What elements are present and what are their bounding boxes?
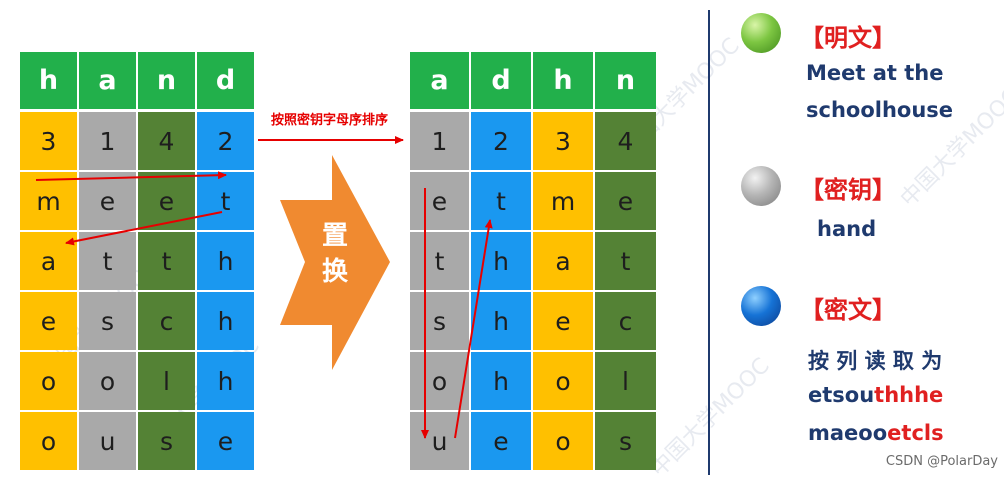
ciphertext-line-1: etsouthhhe [808, 383, 943, 407]
left-table-cell: a [20, 232, 77, 290]
right-header-cell: h [533, 52, 593, 109]
right-header-cell: n [595, 52, 656, 109]
right-table-cell: m [533, 172, 593, 230]
ciphertext-line-2-highlight: etcls [887, 421, 944, 445]
plaintext-line-1: Meet at the [806, 61, 944, 85]
blue-bullet-icon [741, 286, 781, 326]
left-table-cell: h [197, 352, 254, 410]
transpose-label-char-2: 换 [321, 257, 348, 287]
left-table-cell: h [197, 292, 254, 350]
left-table-cell: 4 [138, 112, 195, 170]
right-table-cell: 2 [471, 112, 531, 170]
right-table-cell: e [533, 292, 593, 350]
left-table-cell: e [20, 292, 77, 350]
right-table-cell: h [471, 292, 531, 350]
right-table-cell: e [410, 172, 469, 230]
left-table-cell: 1 [79, 112, 136, 170]
right-table-cell: o [410, 352, 469, 410]
sort-by-key-label: 按照密钥字母序排序 [270, 113, 388, 128]
left-table-cell: t [138, 232, 195, 290]
right-table-cell: o [533, 352, 593, 410]
left-table-cell: m [20, 172, 77, 230]
right-table-cell: s [410, 292, 469, 350]
transpose-label-char-1: 置 [321, 221, 348, 251]
key-title: 【密钥】 [800, 176, 896, 204]
left-table-cell: e [138, 172, 195, 230]
gray-bullet-icon [741, 166, 781, 206]
right-table-cell: c [595, 292, 656, 350]
left-header-cell: d [197, 52, 254, 109]
plaintext-title: 【明文】 [800, 24, 896, 52]
right-table-cell: t [410, 232, 469, 290]
right-table-cell: e [595, 172, 656, 230]
ciphertext-title: 【密文】 [800, 296, 896, 324]
ciphertext-line-2-normal: maeoo [808, 421, 888, 445]
right-header-cell: a [410, 52, 469, 109]
left-table-cell: l [138, 352, 195, 410]
transpose-arrow-icon [280, 155, 390, 370]
left-table-cell: e [79, 172, 136, 230]
left-table-cell: 2 [197, 112, 254, 170]
left-header-cell: n [138, 52, 195, 109]
right-table-cell: s [595, 412, 656, 470]
right-table-cell: o [533, 412, 593, 470]
right-table-cell: u [410, 412, 469, 470]
right-table-cell: e [471, 412, 531, 470]
right-table-cell: 1 [410, 112, 469, 170]
right-header-cell: d [471, 52, 531, 109]
right-table-cell: 3 [533, 112, 593, 170]
section-divider [708, 10, 710, 475]
ciphertext-line-1-normal: etsou [808, 383, 875, 407]
right-table-cell: l [595, 352, 656, 410]
right-table-cell: h [471, 232, 531, 290]
ciphertext-line-1-highlight: thhhe [874, 383, 944, 407]
left-table-cell: 3 [20, 112, 77, 170]
left-table-cell: o [79, 352, 136, 410]
right-table-cell: a [533, 232, 593, 290]
left-table-cell: c [138, 292, 195, 350]
left-table-cell: t [79, 232, 136, 290]
left-header-cell: h [20, 52, 77, 109]
transpose-label: 置 换 [312, 218, 358, 290]
key-value: hand [817, 217, 877, 241]
left-table-cell: o [20, 352, 77, 410]
plaintext-line-2: schoolhouse [806, 98, 954, 122]
right-table-cell: h [471, 352, 531, 410]
left-table-cell: s [79, 292, 136, 350]
left-table-cell: t [197, 172, 254, 230]
left-table-cell: e [197, 412, 254, 470]
left-header-cell: a [79, 52, 136, 109]
left-table-cell: s [138, 412, 195, 470]
green-bullet-icon [741, 13, 781, 53]
ciphertext-instruction: 按 列 读 取 为 [808, 349, 943, 373]
right-table-cell: t [595, 232, 656, 290]
left-table-cell: u [79, 412, 136, 470]
right-table-cell: 4 [595, 112, 656, 170]
ciphertext-line-2: maeooetcls [808, 421, 944, 445]
credit-text: CSDN @PolarDay [885, 454, 998, 469]
right-table-cell: t [471, 172, 531, 230]
left-table-cell: o [20, 412, 77, 470]
left-table-cell: h [197, 232, 254, 290]
